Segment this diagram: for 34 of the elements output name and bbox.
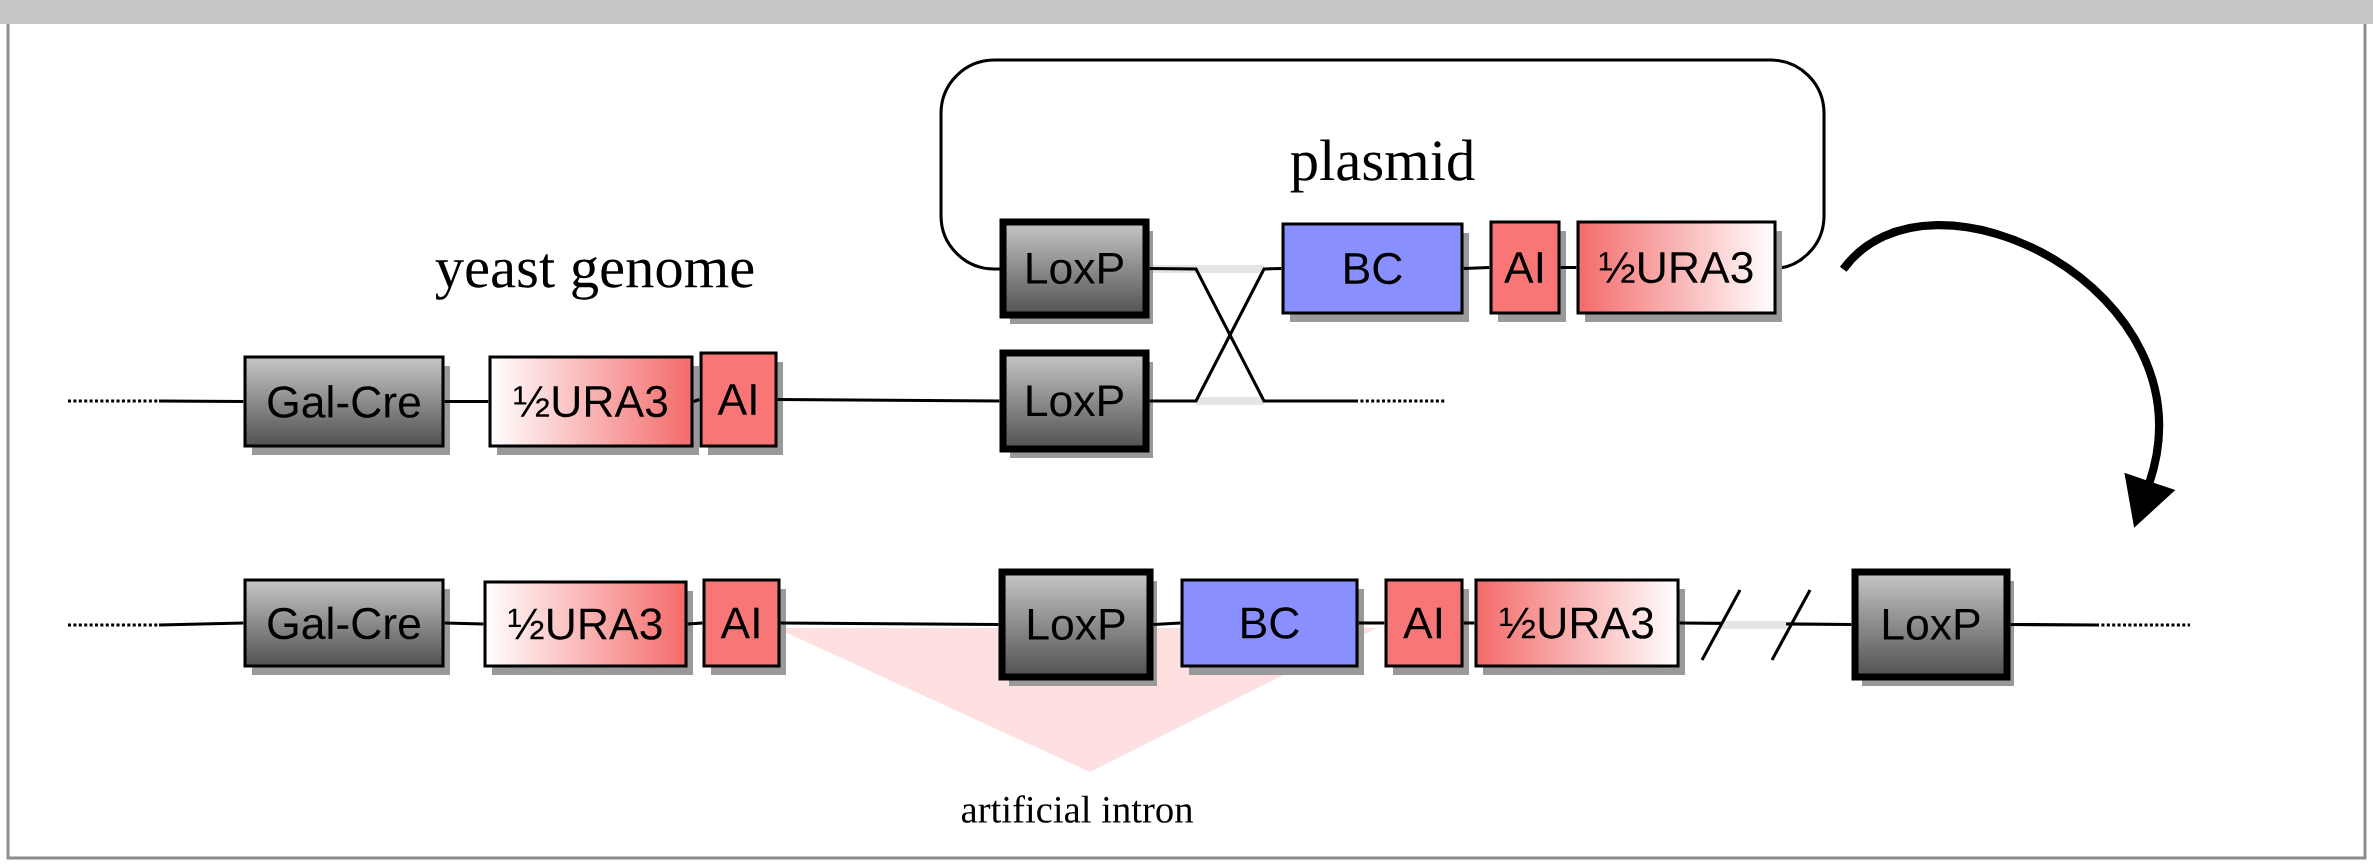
gene-box: AI — [1384, 578, 1469, 675]
node-label: artificial intron — [961, 795, 1193, 823]
gene-box: Gal-Cre — [243, 355, 450, 455]
gene-box: BC — [1180, 578, 1364, 675]
connector-line — [159, 399, 244, 403]
connector-line — [1463, 265, 1490, 271]
connector-line — [1149, 266, 1355, 403]
gene-box: ½URA3 — [483, 580, 693, 675]
gene-box: AI — [699, 351, 783, 455]
connector-line — [687, 621, 703, 626]
gene-box: Gal-Cre — [243, 578, 450, 675]
gene-box: AI — [1489, 220, 1566, 322]
gene-box: ½URA3 — [1576, 220, 1782, 322]
connector-line — [444, 621, 484, 626]
loxp-box: LoxP — [999, 349, 1153, 458]
connector-line — [1463, 621, 1475, 625]
gene-box: ½URA3 — [1474, 578, 1685, 675]
loxp-box: LoxP — [998, 568, 1157, 686]
loxp-box: LoxP — [1851, 568, 2014, 686]
connector-line — [1149, 266, 1282, 403]
connector-line — [777, 397, 1000, 403]
connector-line — [159, 621, 244, 627]
connector-line — [1153, 621, 1181, 627]
connector-line — [444, 399, 489, 403]
connector-line — [1560, 265, 1577, 269]
gene-box: ½URA3 — [488, 355, 699, 455]
gene-box: AI — [702, 578, 786, 675]
connector-line — [1358, 621, 1385, 625]
gene-box: BC — [1281, 222, 1469, 322]
loxp-box: LoxP — [999, 218, 1153, 324]
connector-line — [2010, 622, 2097, 627]
text-label: yeast genome — [435, 254, 754, 300]
connector-line — [693, 398, 700, 403]
connector-line — [780, 621, 999, 627]
